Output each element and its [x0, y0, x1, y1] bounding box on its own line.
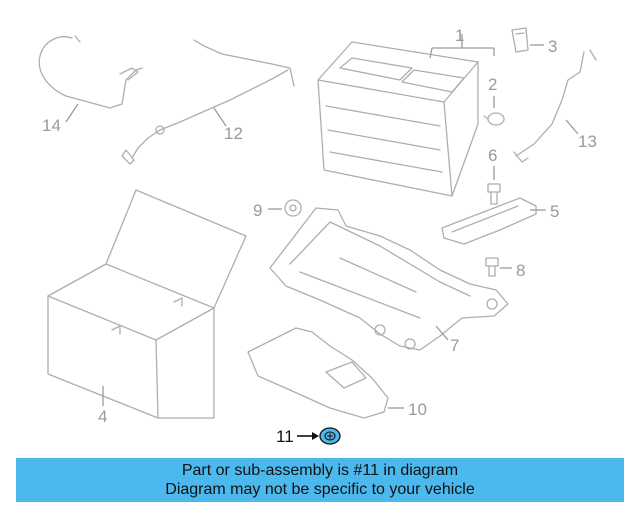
svg-text:13: 13 [578, 132, 597, 151]
svg-text:6: 6 [488, 146, 497, 165]
part-9-nut [284, 199, 302, 217]
svg-text:8: 8 [516, 261, 525, 280]
callout-6: 6 [488, 146, 497, 180]
callout-13: 13 [565, 119, 597, 151]
svg-text:12: 12 [224, 124, 243, 143]
part-12-ground-cable [121, 39, 295, 165]
callout-5: 5 [530, 202, 559, 221]
svg-text:10: 10 [408, 400, 427, 419]
svg-text:3: 3 [548, 37, 557, 56]
callout-1: 1 [429, 26, 495, 59]
svg-text:11: 11 [276, 427, 294, 446]
banner-line-2: Diagram may not be specific to your vehi… [165, 481, 475, 498]
svg-text:5: 5 [550, 202, 559, 221]
part-3-terminal-clip [511, 27, 529, 53]
callout-8: 8 [500, 261, 525, 280]
part-11-highlighted: 11 [276, 427, 341, 446]
callout-10: 10 [388, 400, 427, 419]
callout-3: 3 [530, 37, 557, 56]
part-2-vent-plug [483, 112, 505, 126]
svg-text:2: 2 [488, 75, 497, 94]
part-4-battery-box [47, 189, 247, 419]
callout-9: 9 [253, 201, 282, 220]
part-13-positive-cable [513, 49, 597, 163]
callout-14: 14 [42, 103, 79, 135]
part-5-hold-down-bracket [441, 197, 537, 245]
callout-4: 4 [98, 386, 107, 426]
part-7-battery-tray [269, 207, 509, 351]
svg-text:14: 14 [42, 116, 61, 135]
part-1-battery [317, 41, 479, 197]
svg-text:4: 4 [98, 407, 107, 426]
callout-12: 12 [213, 107, 243, 143]
svg-text:7: 7 [450, 336, 459, 355]
svg-text:9: 9 [253, 201, 262, 220]
part-6-bolt [487, 183, 501, 205]
svg-text:1: 1 [455, 26, 464, 45]
part-14-battery-cable [38, 35, 143, 109]
callout-7: 7 [435, 325, 459, 355]
info-banner: Part or sub-assembly is #11 in diagram D… [16, 458, 624, 502]
part-8-bolt [485, 257, 499, 277]
callout-2: 2 [488, 75, 497, 108]
part-10-heat-shield [247, 327, 389, 419]
banner-line-1: Part or sub-assembly is #11 in diagram [181, 462, 459, 479]
